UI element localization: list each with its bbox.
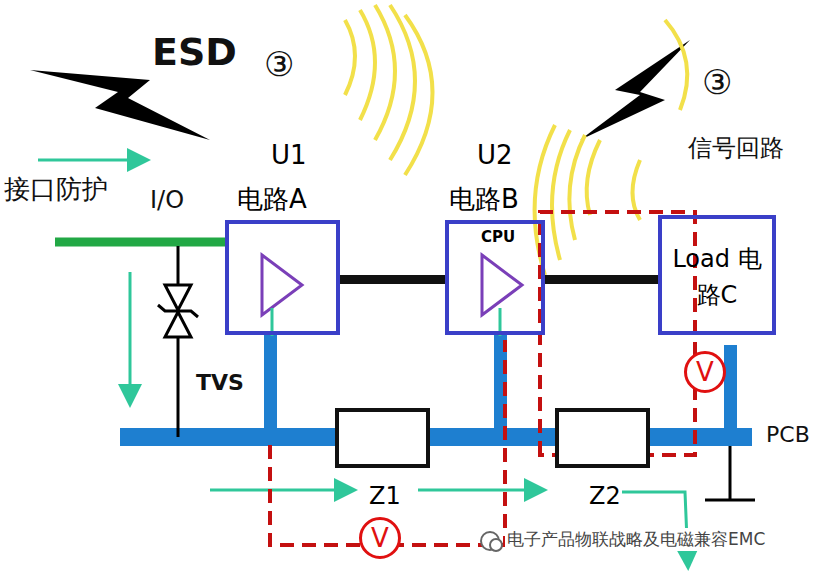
amplifier-symbol	[262, 255, 522, 315]
lightning-bolt	[30, 70, 210, 140]
node-label: CPU	[481, 228, 515, 246]
node-label: U1	[271, 140, 307, 170]
annotation-label: ESD	[152, 30, 237, 74]
signal-wire	[340, 275, 445, 284]
cpu-box: U2电路BCPU	[445, 220, 545, 335]
current-arrow	[38, 160, 688, 565]
node-label: U2	[477, 140, 513, 170]
annotation-label: 接口防护	[4, 172, 108, 207]
impedance-box: Z2	[555, 408, 650, 468]
node-label: 电路B	[449, 182, 519, 217]
circuit-box: U1电路A	[225, 220, 340, 335]
ground-stub	[724, 345, 737, 435]
pcb-ground	[120, 428, 752, 446]
ground-symbol	[705, 446, 755, 500]
watermark: 电子产品物联战略及电磁兼容EMC	[505, 528, 767, 551]
node-label: V	[362, 520, 398, 556]
annotation-label: ③	[702, 62, 732, 102]
impedance-box: Z1	[335, 408, 430, 468]
watermark-icon	[481, 532, 502, 551]
voltage-meter: V	[684, 351, 726, 393]
io-line	[55, 238, 226, 247]
annotation-label: ③	[264, 44, 294, 84]
radiation-arcs	[345, 5, 687, 275]
tvs-symbol	[158, 246, 198, 437]
annotation-label: PCB	[766, 422, 810, 447]
node-label: 电路A	[237, 182, 307, 217]
node-label: Z2	[589, 482, 621, 510]
annotation-label: TVS	[196, 370, 244, 395]
signal-wire	[545, 275, 658, 284]
annotation-label: I/O	[150, 186, 184, 214]
node-label: Load 电路C	[662, 219, 772, 313]
ground-stub	[264, 335, 277, 435]
annotation-label: 信号回路	[688, 132, 784, 164]
loop-path	[270, 212, 695, 545]
lightning-bolt	[580, 40, 690, 140]
load-box: Load 电路C	[658, 215, 776, 335]
node-label: V	[687, 354, 723, 390]
node-label: Z1	[369, 482, 401, 510]
voltage-meter: V	[359, 517, 401, 559]
